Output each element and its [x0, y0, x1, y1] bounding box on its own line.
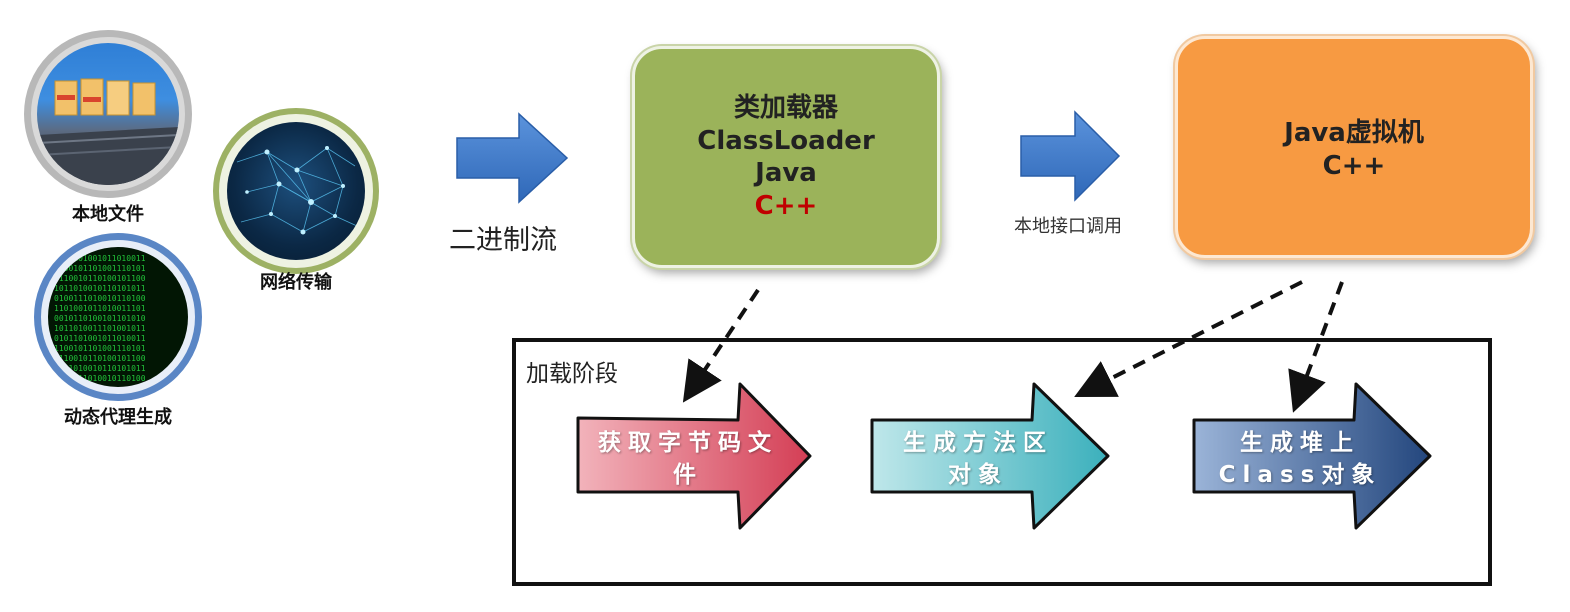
dynamic-proxy-image: 0101101001011010011 1100101101001110101 … [34, 233, 202, 401]
flow-arrow-right-icon [456, 112, 569, 204]
svg-text:0010110100101101010: 0010110100101101010 [54, 314, 146, 323]
binary-stream-label: 二进制流 [449, 225, 557, 256]
step-arrow-heap-class [1192, 382, 1432, 530]
local-file-image [24, 30, 192, 198]
step-method-area-label: 生成方法区 对象 [903, 430, 1053, 489]
jvm-lang-cpp: C++ [1322, 150, 1386, 181]
native-call-label: 本地接口调用 [1014, 216, 1122, 237]
svg-text:0110010110100101100: 0110010110100101100 [54, 354, 146, 363]
svg-text:0101101001011010011: 0101101001011010011 [54, 254, 146, 263]
step-arrow-method-area [870, 382, 1110, 530]
native-call-arrow-icon [1020, 110, 1121, 202]
svg-text:0100111010010110100: 0100111010010110100 [54, 374, 146, 383]
step-arrow-get-bytecode [576, 382, 812, 530]
network-nodes-icon [236, 146, 358, 235]
classloader-name: ClassLoader [697, 125, 875, 156]
dashed-arrow-jvm-to-heap-class [1288, 281, 1344, 413]
svg-text:0110010110100101100: 0110010110100101100 [54, 274, 146, 283]
classloader-lang-java: Java [755, 158, 817, 188]
svg-text:1011010010110101011: 1011010010110101011 [54, 284, 146, 293]
dynamic-proxy-caption: 动态代理生成 [64, 407, 172, 428]
svg-text:1101001011010011101: 1101001011010011101 [54, 304, 146, 313]
network-caption: 网络传输 [260, 272, 332, 293]
classloader-title: 类加载器 [733, 93, 838, 123]
folders-icon [37, 78, 179, 185]
svg-text:0101101001011010011: 0101101001011010011 [54, 334, 146, 343]
network-image [213, 108, 379, 274]
classloader-box: 类加载器 ClassLoader Java C++ [632, 46, 940, 268]
svg-text:0100111010010110100: 0100111010010110100 [54, 294, 146, 303]
svg-text:1100101101001110101: 1100101101001110101 [54, 344, 146, 353]
step-get-bytecode-label: 获取字节码文 件 [598, 430, 778, 489]
dashed-arrow-jvm-to-method-area [1074, 280, 1303, 398]
binary-code-icon: 0101101001011010011 1100101101001110101 … [54, 254, 146, 383]
svg-text:1100101101001110101: 1100101101001110101 [54, 264, 146, 273]
local-file-caption: 本地文件 [72, 204, 144, 225]
step-heap-class-label: 生成堆上 Class对象 [1218, 430, 1382, 489]
loading-stage-title: 加载阶段 [526, 361, 618, 387]
jvm-box: Java虚拟机 C++ [1175, 36, 1533, 258]
dashed-arrow-classloader-to-bytecode [682, 288, 760, 403]
jvm-title: Java虚拟机 [1284, 118, 1424, 148]
svg-text:1011010011101001011: 1011010011101001011 [54, 324, 146, 333]
svg-text:1011010010110101011: 1011010010110101011 [54, 364, 146, 373]
classloader-lang-cpp: C++ [754, 190, 818, 221]
